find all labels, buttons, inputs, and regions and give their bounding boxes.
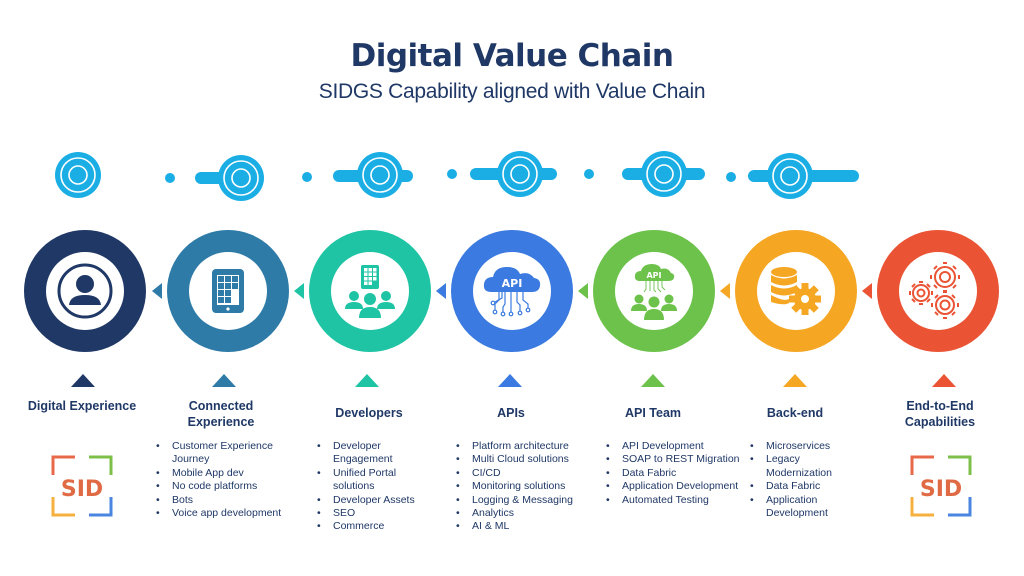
capability-list-back-end: Microservices Legacy Modernization Data … <box>750 440 850 520</box>
flow-arrow <box>578 283 588 299</box>
stage-icon-container <box>46 252 124 330</box>
api-cloud-icon: API <box>483 267 541 317</box>
list-item: Logging & Messaging <box>456 494 586 508</box>
marker-triangle <box>783 374 807 387</box>
list-item: Automated Testing <box>606 494 741 508</box>
svg-text:SID: SID <box>61 477 103 502</box>
tablet-icon <box>212 269 244 313</box>
user-profile-icon <box>57 263 113 319</box>
stage-label: APIs <box>497 406 525 420</box>
list-item: CI/CD <box>456 467 586 481</box>
list-item: Mobile App dev <box>156 467 296 481</box>
capability-list-developers: Developer Engagement Unified Portal solu… <box>317 440 429 534</box>
list-item: Data Fabric <box>750 480 850 494</box>
list-item: Application Development <box>750 494 850 521</box>
gears-icon <box>909 262 960 319</box>
list-item: AI & ML <box>456 520 586 534</box>
marker-triangle <box>71 374 95 387</box>
list-item: Legacy Modernization <box>750 453 850 480</box>
stage-connected-experience <box>167 230 289 352</box>
database-gear-icon <box>771 267 821 315</box>
list-item: Voice app development <box>156 507 296 521</box>
stage-label: Developers <box>335 406 403 420</box>
flow-arrow <box>720 283 730 299</box>
list-item: Bots <box>156 494 296 508</box>
marker-triangle <box>641 374 665 387</box>
list-item: Developer Engagement <box>317 440 429 467</box>
sid-logo-right: SID <box>910 455 972 517</box>
capability-list-connected-experience: Customer Experience Journey Mobile App d… <box>156 440 296 521</box>
stage-icon-container: API <box>615 252 693 330</box>
stage-icon-container <box>757 252 835 330</box>
svg-text:API: API <box>502 277 523 290</box>
marker-triangle <box>932 374 956 387</box>
stage-developers <box>309 230 431 352</box>
stage-digital-experience <box>24 230 146 352</box>
stage-label: Digital Experience <box>27 399 137 413</box>
stage-label: API Team <box>624 406 682 420</box>
flow-arrow <box>436 283 446 299</box>
list-item: Commerce <box>317 520 429 534</box>
capability-list-api-team: API Development SOAP to REST Migration D… <box>606 440 741 507</box>
list-item: Data Fabric <box>606 467 741 481</box>
api-team-icon: API <box>631 264 677 320</box>
page-subtitle: SIDGS Capability aligned with Value Chai… <box>318 80 706 103</box>
stage-api-team: API <box>593 230 715 352</box>
flow-arrow <box>862 283 872 299</box>
stage-apis: API <box>451 230 573 352</box>
sid-logo-left: SID <box>51 455 113 517</box>
list-item: Developer Assets <box>317 494 429 508</box>
svg-text:API: API <box>646 271 661 280</box>
developers-group-icon <box>345 265 395 318</box>
list-item: Analytics <box>456 507 586 521</box>
stage-icon-container: API <box>473 252 551 330</box>
page-title: Digital Value Chain <box>350 38 675 74</box>
list-item: Platform architecture <box>456 440 586 454</box>
list-item: Customer Experience Journey <box>156 440 296 467</box>
list-item: SEO <box>317 507 429 521</box>
list-item: No code platforms <box>156 480 296 494</box>
stage-icon-container <box>899 252 977 330</box>
marker-triangle <box>212 374 236 387</box>
stage-label: Back-end <box>766 406 824 420</box>
stage-end-to-end <box>877 230 999 352</box>
flow-arrow <box>152 283 162 299</box>
svg-text:SID: SID <box>920 477 962 502</box>
capability-list-apis: Platform architecture Multi Cloud soluti… <box>456 440 586 534</box>
list-item: Unified Portal solutions <box>317 467 429 494</box>
list-item: Application Development <box>606 480 741 494</box>
list-item: SOAP to REST Migration <box>606 453 741 467</box>
flow-arrow <box>294 283 304 299</box>
list-item: Microservices <box>750 440 850 454</box>
stage-label: Connected Experience <box>187 399 255 429</box>
stage-back-end <box>735 230 857 352</box>
stage-icon-container <box>189 252 267 330</box>
stage-icon-container <box>331 252 409 330</box>
list-item: Monitoring solutions <box>456 480 586 494</box>
marker-triangle <box>498 374 522 387</box>
list-item: API Development <box>606 440 741 454</box>
stage-label: End-to-End Capabilities <box>904 399 976 429</box>
list-item: Multi Cloud solutions <box>456 453 586 467</box>
connector-track <box>0 0 1024 220</box>
marker-triangle <box>355 374 379 387</box>
